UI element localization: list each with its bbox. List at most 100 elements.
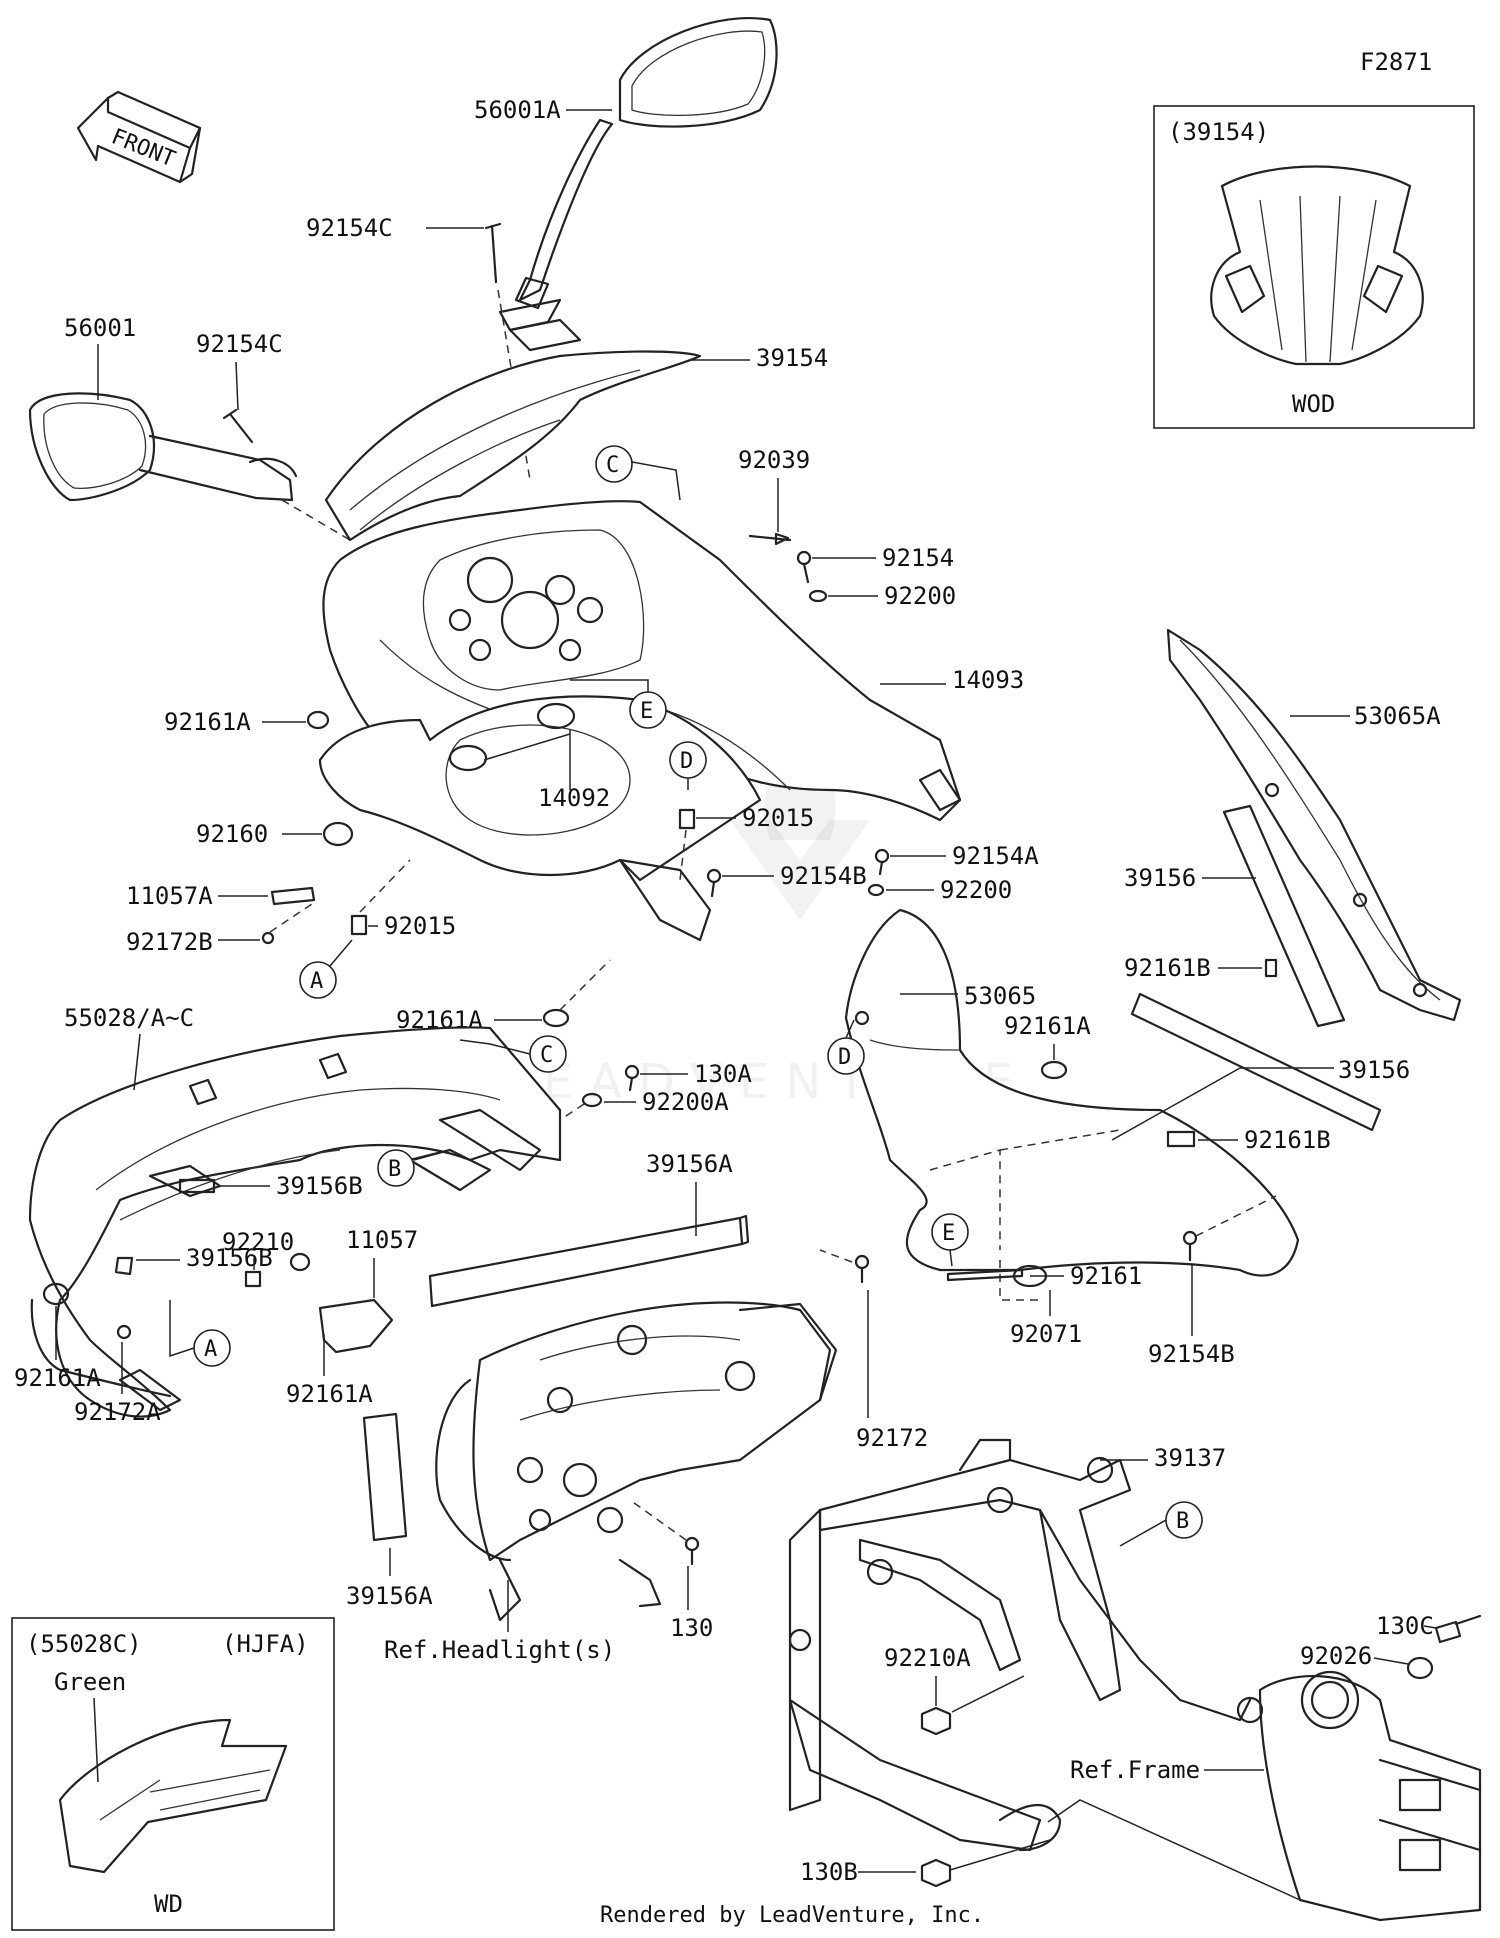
grommet-92161A-1[interactable] xyxy=(306,710,330,730)
ref-headlight: Ref.Headlight(s) xyxy=(384,1636,615,1664)
foam-39156B-2[interactable] xyxy=(114,1256,134,1276)
cowl-color-inset[interactable]: (55028C) (HJFA) Green WD xyxy=(11,1617,335,1931)
bracket-11057A[interactable] xyxy=(270,886,316,906)
label-11057A: 11057A xyxy=(126,882,213,910)
connector-D-top-label: D xyxy=(680,749,693,774)
mirror-right[interactable] xyxy=(498,16,778,332)
fairing-55028[interactable] xyxy=(28,1026,562,1418)
label-92161A-4: 92161A xyxy=(286,1380,373,1408)
label-92200-2: 92200 xyxy=(940,876,1012,904)
inset-part-ref: (39154) xyxy=(1168,118,1269,146)
screw-92172[interactable] xyxy=(854,1254,870,1284)
front-arrow: FRONT xyxy=(76,90,202,184)
label-92172: 92172 xyxy=(856,1424,928,1452)
washer-92200A[interactable] xyxy=(581,1092,603,1108)
collar-92015-2[interactable] xyxy=(350,914,368,936)
foam-39156B-1[interactable] xyxy=(178,1178,216,1194)
grommet-92161A-2[interactable] xyxy=(542,1008,570,1028)
windshield-39154[interactable] xyxy=(324,318,702,542)
stay-39137[interactable] xyxy=(788,1438,1264,1852)
bolt-92154C-top[interactable] xyxy=(484,222,502,284)
connector-A-top-label: A xyxy=(310,969,323,994)
connector-E-low-label: E xyxy=(942,1221,955,1246)
bolt-92154B-2[interactable] xyxy=(1182,1230,1198,1262)
foam-39156A-1[interactable] xyxy=(428,1214,750,1308)
connector-B-left-label: B xyxy=(388,1157,401,1182)
label-55028: 55028/A~C xyxy=(64,1004,194,1032)
label-92071: 92071 xyxy=(1010,1320,1082,1348)
inset-color: Green xyxy=(54,1668,126,1696)
foam-39156A-2[interactable] xyxy=(362,1412,408,1542)
bolt-130[interactable] xyxy=(684,1536,700,1566)
label-92172B: 92172B xyxy=(126,928,213,956)
label-11057: 11057 xyxy=(346,1226,418,1254)
grommet-92161A-3[interactable] xyxy=(1040,1060,1068,1080)
label-14092: 14092 xyxy=(538,784,610,812)
label-39137: 39137 xyxy=(1154,1444,1226,1472)
bolt-130C[interactable] xyxy=(1434,1614,1482,1644)
label-92161B-1: 92161B xyxy=(1124,954,1211,982)
label-53065: 53065 xyxy=(964,982,1036,1010)
connector-B-left xyxy=(377,1149,415,1187)
label-92154B-1: 92154B xyxy=(780,862,867,890)
label-130: 130 xyxy=(670,1614,713,1642)
washer-92200-2[interactable] xyxy=(867,883,885,897)
rubber-92161B-1[interactable] xyxy=(1264,958,1278,978)
windshield-small xyxy=(1210,165,1424,366)
grommet-92161A-5[interactable] xyxy=(42,1282,70,1306)
collar-92015-1[interactable] xyxy=(678,808,696,830)
ref-frame: Ref.Frame xyxy=(1070,1756,1200,1784)
washer-92200[interactable] xyxy=(808,589,828,603)
label-92200: 92200 xyxy=(884,582,956,610)
bolt-92154A[interactable] xyxy=(874,848,890,876)
side-cover-53065[interactable] xyxy=(844,908,1300,1277)
inset-market: (HJFA) xyxy=(222,1630,309,1658)
label-92210: 92210 xyxy=(222,1228,294,1256)
collar-92026[interactable] xyxy=(1406,1656,1434,1680)
connector-A-low-label: A xyxy=(204,1337,217,1362)
headlight-assembly[interactable] xyxy=(435,1301,838,1622)
label-92026: 92026 xyxy=(1300,1642,1372,1670)
windshield-inset[interactable]: (39154) WOD xyxy=(1153,105,1475,429)
label-39154: 39154 xyxy=(756,344,828,372)
rubber-92161[interactable] xyxy=(946,1268,1024,1282)
label-39156A-1: 39156A xyxy=(646,1150,733,1178)
trim-53065A[interactable] xyxy=(1166,628,1462,1022)
inner-cowl[interactable] xyxy=(318,695,762,942)
label-92161B-2: 92161B xyxy=(1244,1126,1331,1154)
label-53065A: 53065A xyxy=(1354,702,1441,730)
nut-92210A[interactable] xyxy=(920,1706,952,1736)
bolt-130A[interactable] xyxy=(624,1064,640,1092)
cowl-small xyxy=(58,1718,288,1874)
foam-39156-1[interactable] xyxy=(1222,804,1346,1028)
connector-A-top xyxy=(299,961,337,999)
label-92015-1: 92015 xyxy=(742,804,814,832)
label-56001A: 56001A xyxy=(474,96,561,124)
pin-92039[interactable] xyxy=(748,532,792,546)
nut-92210[interactable] xyxy=(244,1270,262,1288)
rubber-92161B-2[interactable] xyxy=(1166,1130,1196,1148)
label-39156B-1: 39156B xyxy=(276,1172,363,1200)
bolt-92154[interactable] xyxy=(796,550,812,584)
label-39156A-2: 39156A xyxy=(346,1582,433,1610)
screw-92172B[interactable] xyxy=(261,931,275,945)
label-92161A-3: 92161A xyxy=(1004,1012,1091,1040)
bolt-92154B-1[interactable] xyxy=(706,868,722,898)
grommet-14092[interactable] xyxy=(448,702,576,772)
grommet-92161A-4[interactable] xyxy=(289,1252,311,1272)
label-92172A: 92172A xyxy=(74,1398,161,1426)
bracket-11057[interactable] xyxy=(318,1298,394,1354)
label-92154C: 92154C xyxy=(196,330,283,358)
connector-D-low-label: D xyxy=(838,1045,851,1070)
label-39156-1: 39156 xyxy=(1124,864,1196,892)
screw-92172A[interactable] xyxy=(116,1324,132,1340)
label-92161A-5: 92161A xyxy=(14,1364,101,1392)
damper-92160[interactable] xyxy=(322,821,354,847)
bolt-92154C[interactable] xyxy=(222,408,254,444)
label-92200A: 92200A xyxy=(642,1088,729,1116)
frame-ref-structure xyxy=(1258,1670,1482,1922)
foam-39156-2[interactable] xyxy=(1130,992,1382,1132)
inset-border xyxy=(1153,105,1475,429)
mirror-left[interactable] xyxy=(28,392,298,502)
bolt-130B[interactable] xyxy=(920,1858,952,1888)
